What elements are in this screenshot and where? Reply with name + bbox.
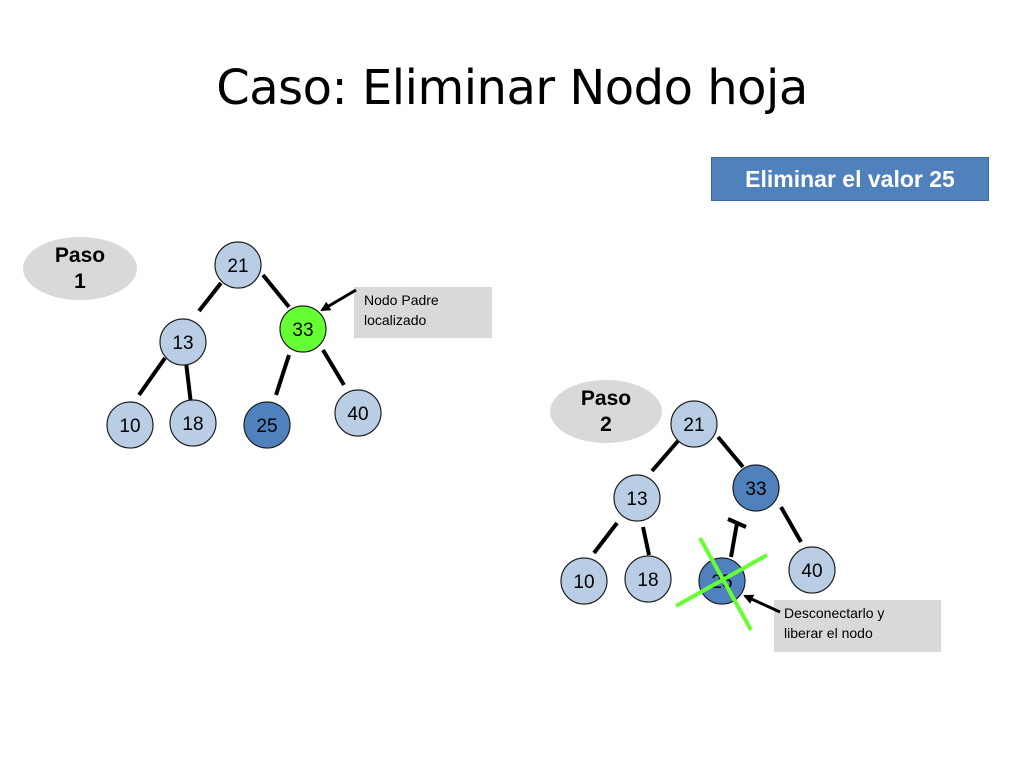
tree-2-node-33 — [732, 464, 780, 512]
tree-1-node-10 — [106, 401, 154, 449]
step-2-number: 2 — [600, 412, 612, 436]
tree-2-node-18-label: 18 — [637, 570, 658, 591]
tree-1-edge — [274, 354, 291, 396]
step-1-badge: Paso 1 — [23, 237, 137, 300]
tree-2-node-10-label: 10 — [573, 572, 594, 593]
arrow-icon — [320, 288, 357, 312]
tree-1-node-18 — [169, 399, 217, 447]
tree-1-node-21-label: 21 — [227, 256, 248, 277]
tree-2-node-33-label: 33 — [745, 479, 766, 500]
arrow-icon — [743, 594, 781, 614]
tree-1-edge — [184, 361, 193, 405]
parent-found-note: Nodo Padre localizado — [354, 287, 492, 338]
cut-edge — [729, 522, 739, 558]
tree-1-node-10-label: 10 — [119, 416, 140, 437]
cut-edge-end — [727, 517, 747, 529]
tree-2-edge — [779, 506, 803, 543]
tree-1-node-13 — [159, 318, 207, 366]
note-1-line-2: localizado — [364, 312, 427, 328]
tree-2-node-21-label: 21 — [683, 415, 704, 436]
tree-1-edge — [197, 281, 223, 313]
tree-1-node-25-label: 25 — [256, 416, 277, 437]
tree-1-node-25 — [243, 401, 291, 449]
step-2-badge: Paso 2 — [550, 380, 662, 443]
tree-1-edge — [137, 356, 167, 397]
tree-1-node-33 — [279, 305, 327, 353]
tree-1-node-33-label: 33 — [292, 320, 313, 341]
tree-2-node-13-label: 13 — [626, 489, 647, 510]
tree-1-node-21 — [214, 241, 262, 289]
step-1-number: 1 — [74, 269, 86, 293]
note-1-line-1: Nodo Padre — [364, 292, 439, 308]
tree-1-node-13-label: 13 — [172, 333, 193, 354]
tree-1-node-40 — [334, 389, 382, 437]
step-2-word: Paso — [580, 386, 632, 410]
tree-1-node-40-label: 40 — [347, 404, 368, 425]
tree-2-edge — [592, 521, 619, 555]
tree-2-node-13 — [613, 474, 661, 522]
disconnect-note: Desconectarlo y liberar el nodo — [774, 600, 941, 652]
tree-2-edge — [641, 526, 651, 556]
slide-title: Caso: Eliminar Nodo hoja — [216, 60, 808, 116]
tree-2-node-40 — [788, 546, 836, 594]
tree-2-node-21 — [670, 400, 718, 448]
cross-mark-stroke — [698, 537, 753, 631]
note-2-line-2: liberar el nodo — [784, 625, 873, 641]
tree-2-edge — [716, 435, 745, 469]
tree-2-node-18 — [624, 555, 672, 603]
step-1-word: Paso — [54, 243, 106, 267]
tree-1-edge — [261, 273, 291, 309]
task-label: Eliminar el valor 25 — [711, 157, 989, 201]
tree-1-node-18-label: 18 — [182, 414, 203, 435]
tree-2-node-40-label: 40 — [801, 561, 822, 582]
tree-1-edge — [321, 348, 346, 387]
tree-2-edge — [650, 439, 680, 473]
note-2-line-1: Desconectarlo y — [784, 605, 885, 621]
tree-2-node-10 — [560, 557, 608, 605]
